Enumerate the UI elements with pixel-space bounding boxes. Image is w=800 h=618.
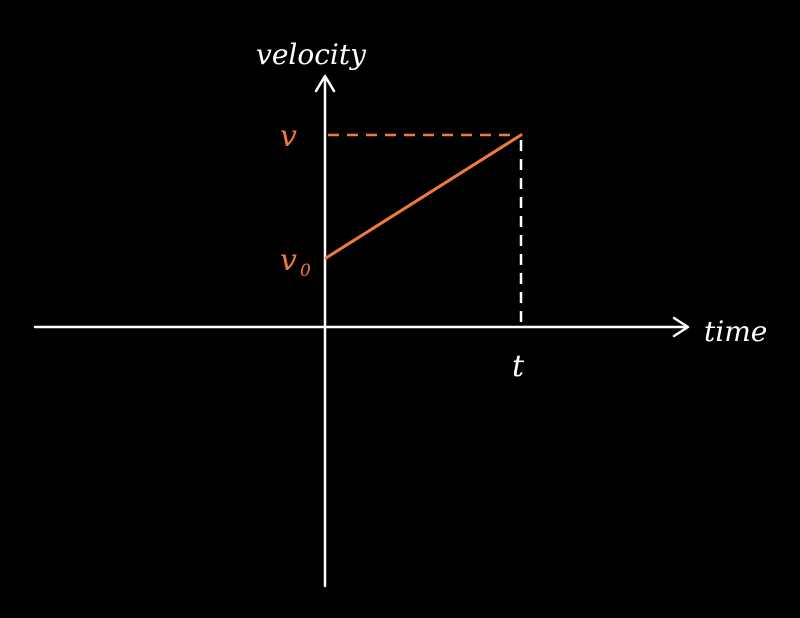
initial-velocity-subscript: 0 — [300, 261, 311, 281]
y-axis-label: velocity — [256, 38, 367, 71]
y-axis-arrowhead — [314, 74, 336, 93]
velocity-line — [324, 133, 523, 260]
x-axis-arrowhead — [672, 316, 690, 338]
final-velocity-label: v — [280, 119, 297, 154]
time-mark-label: t — [512, 349, 525, 384]
x-axis-label: time — [704, 315, 767, 348]
initial-velocity-label: v — [280, 243, 297, 278]
